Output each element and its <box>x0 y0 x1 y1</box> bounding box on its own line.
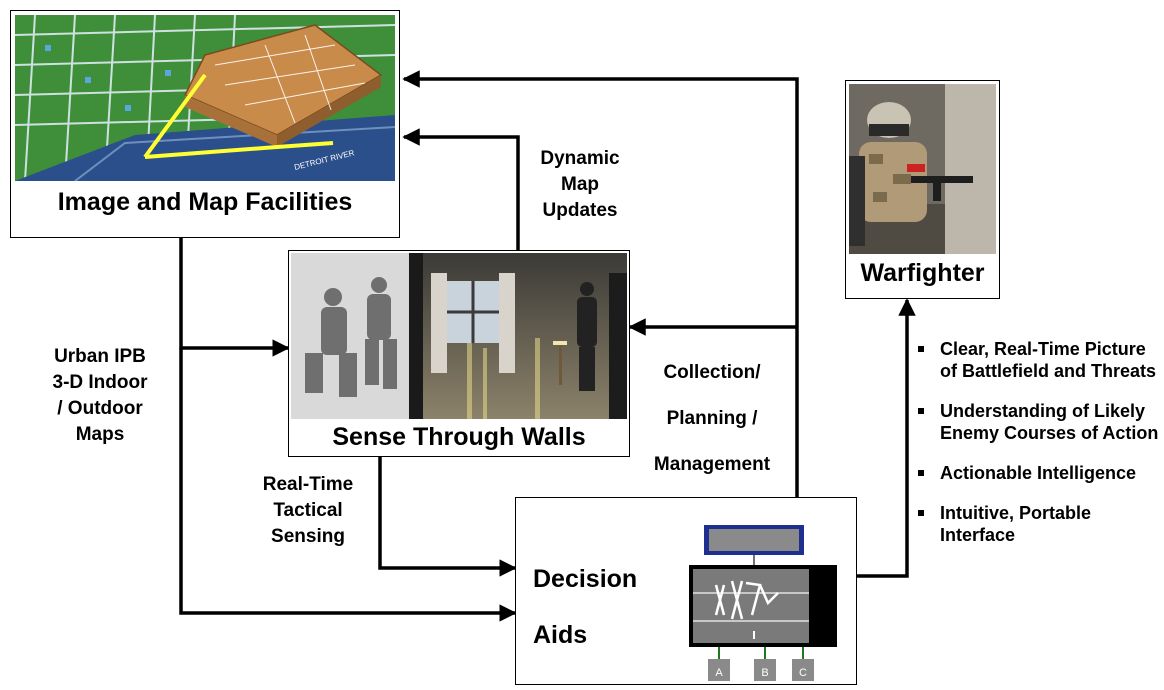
bullet-square-icon <box>918 470 924 476</box>
city-map-illustration: DETROIT RIVER <box>15 15 395 181</box>
arrow-urban-ipb-to-stw <box>179 237 290 357</box>
image-map-facilities-caption: Image and Map Facilities <box>57 188 353 216</box>
realtime-label-line: Sensing <box>271 526 345 547</box>
urban-label-line: 3-D Indoor <box>52 372 148 393</box>
arrow-to-warfighter <box>857 298 916 578</box>
realtime-label-line: Real-Time <box>262 474 354 495</box>
decision-aids-line2: Aids <box>533 621 588 649</box>
decision-aids-line1: Decision <box>533 565 638 593</box>
benefit-text: Clear, Real-Time Picture of Battlefield … <box>940 339 1157 381</box>
collection-label-line: Management <box>653 454 771 475</box>
sense-through-walls-caption: Sense Through Walls <box>332 423 586 451</box>
warfighter-box: Warfighter <box>845 80 1000 299</box>
benefit-item: Intuitive, Portable Interface <box>918 502 1164 546</box>
device-key-b: B <box>761 667 768 679</box>
benefit-text: Understanding of Likely Enemy Courses of… <box>940 401 1159 443</box>
device-key-c: C <box>799 667 807 679</box>
warfighter-benefits-list: Clear, Real-Time Picture of Battlefield … <box>918 338 1164 564</box>
urban-label-line: / Outdoor <box>57 398 143 419</box>
decision-aids-box: Decision Aids A B C <box>515 497 857 685</box>
collection-planning-label: Collection/ Planning / Management <box>632 350 792 488</box>
warfighter-caption: Warfighter <box>860 259 985 287</box>
urban-label-line: Maps <box>75 424 125 445</box>
bullet-square-icon <box>918 408 924 414</box>
dynamic-map-updates-label: Dynamic Map Updates <box>520 146 640 224</box>
benefit-item: Understanding of Likely Enemy Courses of… <box>918 400 1164 444</box>
decision-aid-device-illustration: A B C <box>689 525 837 681</box>
dynamic-label-line: Updates <box>542 200 618 221</box>
arrow-urban-ipb-to-decision <box>179 348 517 622</box>
realtime-sensing-label: Real-Time Tactical Sensing <box>238 472 378 550</box>
collection-label-line: Planning / <box>666 408 758 429</box>
warfighter-photo <box>849 84 996 254</box>
realtime-label-line: Tactical <box>273 500 343 521</box>
bullet-square-icon <box>918 510 924 516</box>
benefit-item: Actionable Intelligence <box>918 462 1164 484</box>
dynamic-label-line: Map <box>561 174 599 195</box>
arrow-dynamic-updates <box>402 128 520 250</box>
urban-ipb-label: Urban IPB 3-D Indoor / Outdoor Maps <box>30 344 170 448</box>
urban-label-line: Urban IPB <box>54 346 146 367</box>
benefit-text: Actionable Intelligence <box>940 463 1137 483</box>
sense-through-walls-box: Sense Through Walls <box>288 250 630 457</box>
bullet-square-icon <box>918 346 924 352</box>
arrow-realtime-sensing <box>378 455 517 577</box>
dynamic-label-line: Dynamic <box>540 148 620 169</box>
collection-label-line: Collection/ <box>663 362 761 383</box>
sense-through-walls-illustration <box>291 253 627 419</box>
benefit-text: Intuitive, Portable Interface <box>940 503 1092 545</box>
benefit-item: Clear, Real-Time Picture of Battlefield … <box>918 338 1164 382</box>
image-map-facilities-box: DETROIT RIVER Image and Map Facilities <box>10 10 400 238</box>
arrow-to-image-map <box>402 70 799 497</box>
device-key-a: A <box>715 667 723 679</box>
